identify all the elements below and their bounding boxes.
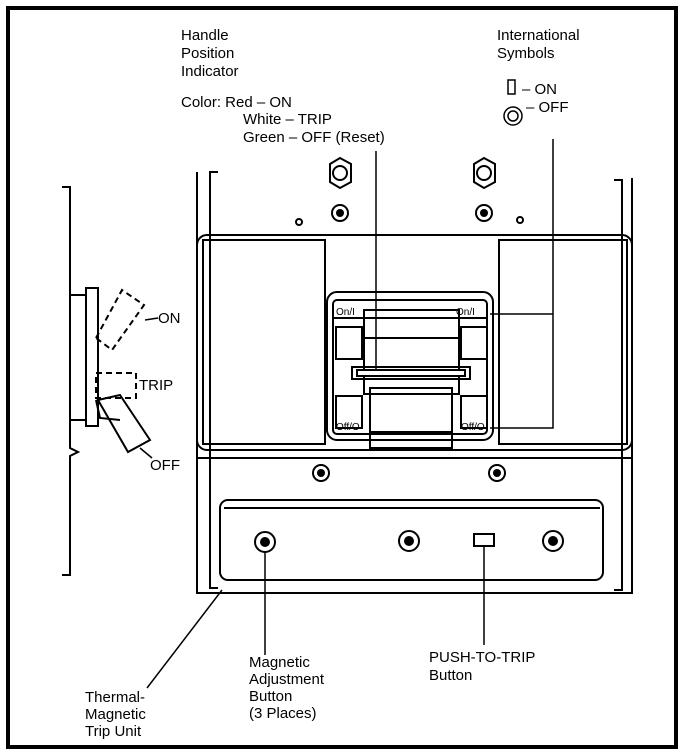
magnetic-line-3: Button — [249, 688, 292, 705]
thermal-line-3: Trip Unit — [85, 723, 142, 740]
terminal-nut-left — [329, 156, 352, 190]
thermal-line-2: Magnetic — [85, 706, 146, 723]
color-line-2: White – TRIP — [243, 111, 332, 128]
front-left-bracket — [209, 171, 218, 589]
window-label-on-right: On/I — [456, 307, 475, 318]
left-lower-block — [335, 395, 363, 429]
magnetic-button-2 — [398, 530, 420, 552]
left-upper-block — [335, 326, 363, 360]
push-to-trip-callout: PUSH-TO-TRIP Button — [429, 649, 535, 684]
intl-on-label: – ON — [522, 81, 557, 98]
handle-off-label: OFF — [150, 457, 180, 474]
side-body-outline — [62, 186, 81, 576]
handle-off-pivot — [95, 399, 121, 421]
off-symbol-icon — [503, 106, 523, 126]
front-right-bracket — [614, 179, 623, 591]
top-screw-left — [331, 204, 349, 222]
top-hole-right — [516, 216, 524, 224]
side-handle-housing — [85, 287, 99, 427]
terminal-nut-left-hole — [332, 165, 348, 181]
on-symbol-icon — [507, 79, 516, 95]
handle-off-position — [96, 393, 152, 454]
trip-unit-panel — [219, 499, 604, 581]
terminal-nut-right-hole — [476, 165, 492, 181]
handle-on-position — [94, 288, 146, 352]
magnetic-button-2-center — [404, 536, 414, 546]
left-window-panel — [202, 239, 326, 445]
handle-on-label: ON — [158, 310, 181, 327]
main-cover — [196, 234, 633, 451]
mid-screw-right — [488, 464, 506, 482]
push-line-2: Button — [429, 667, 472, 684]
magnetic-button-3-center — [548, 536, 558, 546]
handle-trip-label: TRIP — [139, 377, 173, 394]
mid-screw-left-center — [317, 469, 325, 477]
lower-section — [196, 457, 633, 594]
thermal-line-1: Thermal- — [85, 689, 145, 706]
color-line-3: Green – OFF (Reset) — [243, 129, 385, 146]
magnetic-callout: Magnetic Adjustment Button (3 Places) — [249, 654, 325, 722]
handle-recess-inner — [332, 299, 488, 435]
magnetic-line-2: Adjustment — [249, 671, 325, 688]
top-screw-right — [475, 204, 493, 222]
outer-frame — [6, 6, 678, 749]
top-hole-left — [295, 218, 303, 226]
mid-screw-right-center — [493, 469, 501, 477]
leader-lines — [146, 139, 554, 689]
off-symbol-leader — [490, 139, 554, 429]
right-upper-block — [460, 326, 488, 360]
handle-title-line-1: Handle — [181, 27, 229, 44]
magnetic-line-1: Magnetic — [249, 654, 310, 671]
handle-title-line-3: Indicator — [181, 63, 239, 80]
top-screw-right-center — [480, 209, 488, 217]
handle-grip — [369, 387, 453, 449]
handle-indicator-label: Handle Position Indicator Color: Red – O… — [181, 27, 385, 146]
breaker-handle — [363, 309, 460, 395]
handle-trip-position — [95, 372, 137, 399]
push-to-trip-button — [473, 533, 495, 547]
off-symbol-inner — [507, 110, 519, 122]
magnetic-button-3 — [542, 530, 564, 552]
international-symbols-label: International Symbols – ON – OFF — [497, 27, 580, 126]
handle-indicator-flag — [356, 369, 466, 377]
window-label-off-left: Off/O — [336, 422, 360, 433]
top-screw-left-center — [336, 209, 344, 217]
thermal-magnetic-leader — [146, 589, 223, 689]
off-leader — [139, 447, 153, 459]
thermal-magnetic-callout: Thermal- Magnetic Trip Unit — [85, 689, 146, 740]
right-window-panel — [498, 239, 628, 445]
handle-title-line-2: Position — [181, 45, 234, 62]
intl-off-label: – OFF — [526, 99, 569, 116]
handle-indicator-slot — [351, 366, 471, 380]
right-lower-block — [460, 395, 488, 429]
intl-title-line-2: Symbols — [497, 45, 555, 62]
terminal-nut-right — [473, 156, 496, 190]
mid-screw-left — [312, 464, 330, 482]
window-label-off-right: Off/O — [461, 422, 485, 433]
breaker-front-view — [196, 156, 633, 594]
on-leader — [144, 317, 159, 321]
color-line-1: Color: Red – ON — [181, 94, 292, 111]
handle-recess — [326, 291, 494, 441]
window-label-on-left: On/I — [336, 307, 355, 318]
intl-title-line-1: International — [497, 27, 580, 44]
magnetic-button-1-center — [260, 537, 270, 547]
breaker-side-view — [62, 186, 152, 576]
push-line-1: PUSH-TO-TRIP — [429, 649, 535, 666]
magnetic-line-4: (3 Places) — [249, 705, 317, 722]
